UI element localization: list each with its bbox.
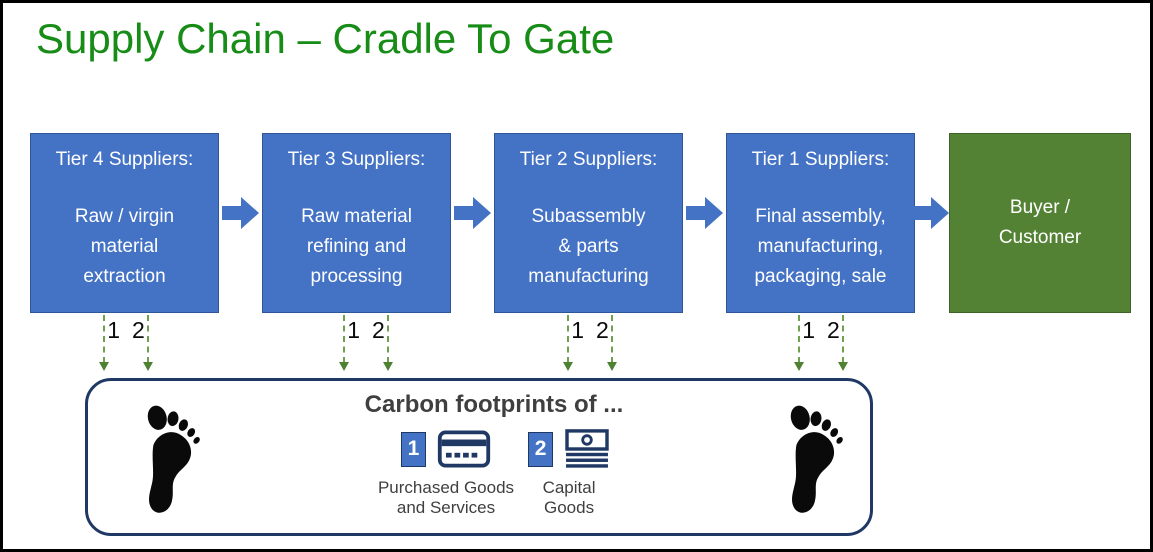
scope2-badge: 2	[528, 431, 554, 467]
scope2-number: 2	[372, 317, 385, 343]
item-head: 2	[528, 429, 610, 469]
credit-card-icon	[437, 430, 491, 468]
item-label: Purchased Goods and Services	[377, 478, 515, 517]
arrowhead-icon	[838, 362, 848, 371]
dashed-arrow-icon	[387, 315, 389, 363]
scope1-number: 1	[347, 317, 360, 343]
dashed-arrow-icon	[842, 315, 844, 363]
buyer-customer-box: Buyer / Customer	[949, 133, 1131, 313]
box-heading: Tier 2 Suppliers:	[519, 149, 658, 170]
block-arrow-icon	[686, 197, 723, 229]
box-body: Raw / virgin material extraction	[74, 206, 175, 287]
capital-goods-item: 2 Capital Goods	[528, 429, 610, 518]
carbon-footprint-panel: Carbon footprints of ... 1 Purchased Goo…	[85, 378, 873, 536]
dashed-arrow-icon	[798, 315, 800, 363]
box-heading: Tier 4 Suppliers:	[55, 149, 194, 170]
scope-legend: 1 Purchased Goods and Services 2	[118, 429, 870, 518]
scope2-number: 2	[132, 317, 145, 343]
scope2-number: 2	[596, 317, 609, 343]
scope1-badge: 1	[401, 431, 426, 467]
item-head: 1	[401, 429, 491, 469]
dashed-arrow-icon	[147, 315, 149, 363]
arrowhead-icon	[383, 362, 393, 371]
block-arrow-icon	[222, 197, 259, 229]
scope1-number: 1	[107, 317, 120, 343]
box-body: Raw material refining and processing	[301, 206, 412, 287]
block-arrow-icon	[454, 197, 491, 229]
arrowhead-icon	[607, 362, 617, 371]
block-arrow-icon	[912, 197, 949, 229]
slide-title: Supply Chain – Cradle To Gate	[36, 15, 615, 62]
box-heading: Tier 1 Suppliers:	[751, 149, 890, 170]
dashed-arrow-icon	[611, 315, 613, 363]
box-body: Final assembly, manufacturing, packaging…	[754, 206, 887, 287]
badge-number: 2	[534, 437, 547, 460]
arrowhead-icon	[339, 362, 349, 371]
dashed-arrow-icon	[343, 315, 345, 363]
dashed-arrow-icon	[567, 315, 569, 363]
arrowhead-icon	[99, 362, 109, 371]
dashed-arrow-icon	[103, 315, 105, 363]
scope1-number: 1	[571, 317, 584, 343]
purchased-goods-item: 1 Purchased Goods and Services	[378, 429, 514, 518]
scope1-number: 1	[802, 317, 815, 343]
panel-title: Carbon footprints of ...	[364, 391, 624, 418]
capital-goods-icon	[565, 429, 609, 468]
footprint-icon	[790, 405, 843, 513]
footprint-icon	[147, 405, 200, 513]
item-label: Capital Goods	[542, 478, 596, 517]
badge-number: 1	[407, 437, 420, 460]
arrowhead-icon	[794, 362, 804, 371]
arrowhead-icon	[563, 362, 573, 371]
tier3-suppliers-box: Tier 3 Suppliers: Raw material refining …	[262, 133, 451, 313]
tier1-suppliers-box: Tier 1 Suppliers: Final assembly, manufa…	[726, 133, 915, 313]
box-body: Subassembly & parts manufacturing	[528, 206, 649, 287]
box-body: Buyer / Customer	[998, 197, 1082, 248]
arrowhead-icon	[143, 362, 153, 371]
box-heading: Tier 3 Suppliers:	[287, 149, 426, 170]
scope2-number: 2	[827, 317, 840, 343]
tier2-suppliers-box: Tier 2 Suppliers: Subassembly & parts ma…	[494, 133, 683, 313]
tier4-suppliers-box: Tier 4 Suppliers: Raw / virgin material …	[30, 133, 219, 313]
